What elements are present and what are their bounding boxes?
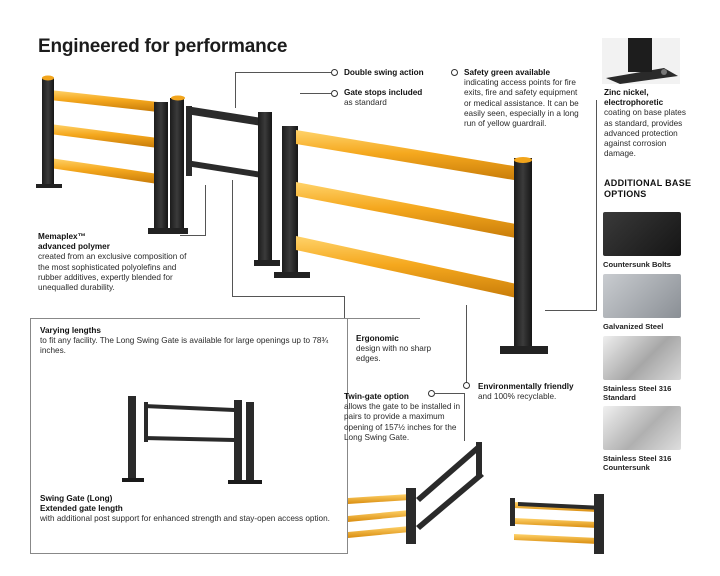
swing-gate-subtitle: Extended gate length — [40, 504, 123, 514]
option-label-galvanized-steel: Galvanized Steel — [603, 322, 664, 331]
option-label-stainless-countersunk: Stainless Steel 316 Countersunk — [603, 454, 672, 472]
callout-dot-gate-stops — [331, 90, 338, 97]
gate-stops-text: as standard — [344, 98, 387, 108]
zinc-text: coating on base plates as standard, prov… — [604, 108, 686, 159]
environment-text: and 100% recyclable. — [478, 392, 557, 402]
swing-gate-panel — [30, 318, 348, 554]
callout-leader — [596, 100, 597, 310]
callout-leader — [232, 296, 344, 297]
countersunk-bolts-swatch — [603, 212, 681, 256]
callout-dot-double-swing — [331, 69, 338, 76]
swing-gate-text: with additional post support for enhance… — [40, 514, 330, 524]
callout-leader — [344, 296, 345, 334]
swing-gate-caption: Swing Gate (Long) Extended gate length w… — [40, 494, 340, 525]
callout-gate-stops: Gate stops included as standard — [344, 88, 444, 108]
varying-lengths-block: Varying lengths to fit any facility. The… — [40, 326, 340, 357]
callout-leader — [235, 72, 236, 108]
double-swing-title: Double swing action — [344, 68, 424, 77]
ergonomic-title: Ergonomic — [356, 334, 399, 343]
stainless-standard-swatch — [603, 336, 681, 380]
right-rails — [296, 130, 526, 300]
callout-zinc: Zinc nickel, electrophoretic coating on … — [604, 88, 688, 159]
varying-lengths-divider — [30, 318, 420, 319]
safety-title: Safety green available — [464, 68, 551, 77]
swing-gate-title: Swing Gate (Long) — [40, 494, 113, 503]
callout-leader — [232, 180, 233, 296]
left-rails — [50, 90, 158, 184]
twin-text: allows the gate to be installed in pairs… — [344, 402, 461, 442]
callout-leader — [545, 310, 597, 311]
option-label-stainless-standard: Stainless Steel 316 Standard — [603, 384, 672, 402]
environment-title: Environmentally friendly — [478, 382, 574, 391]
galvanized-steel-swatch — [603, 274, 681, 318]
callout-leader — [464, 393, 465, 441]
ergonomic-text: design with no sharp edges. — [356, 344, 432, 364]
stainless-countersunk-swatch — [603, 406, 681, 450]
safety-text: indicating access points for fire exits,… — [464, 78, 579, 129]
callout-dot-safety — [451, 69, 458, 76]
callout-memaplex: Memaplex™ advanced polymer created from … — [38, 232, 188, 293]
callout-environment: Environmentally friendly and 100% recycl… — [478, 382, 578, 402]
varying-title: Varying lengths — [40, 326, 101, 335]
twin-title: Twin-gate option — [344, 392, 409, 401]
callout-leader — [205, 185, 206, 235]
varying-text: to fit any facility. The Long Swing Gate… — [40, 336, 329, 356]
gate-frame — [186, 106, 262, 178]
memaplex-text: created from an exclusive composition of… — [38, 252, 187, 293]
swing-gate-illustration — [122, 396, 262, 484]
callout-leader — [466, 305, 467, 383]
callout-safety-green: Safety green available indicating access… — [464, 68, 582, 129]
zinc-base-photo — [602, 38, 680, 84]
callout-dot-environment — [463, 382, 470, 389]
option-label-countersunk-bolts: Countersunk Bolts — [603, 260, 671, 269]
callout-twin-gate: Twin-gate option allows the gate to be i… — [344, 392, 464, 443]
twin-gate-illustration — [348, 442, 604, 554]
callout-ergonomic: Ergonomic design with no sharp edges. — [356, 334, 432, 365]
base-options-heading: ADDITIONAL BASE OPTIONS — [604, 178, 692, 199]
callout-double-swing: Double swing action — [344, 68, 444, 78]
gate-stops-title: Gate stops included — [344, 88, 423, 97]
callout-leader — [300, 93, 331, 94]
barrier-illustration — [36, 75, 548, 354]
callout-leader — [235, 72, 331, 73]
zinc-title: Zinc nickel, electrophoretic — [604, 88, 664, 108]
callout-leader — [180, 235, 206, 236]
callout-leader — [434, 393, 464, 394]
memaplex-title: Memaplex™ advanced polymer — [38, 232, 110, 252]
page-title: Engineered for performance — [38, 36, 288, 57]
